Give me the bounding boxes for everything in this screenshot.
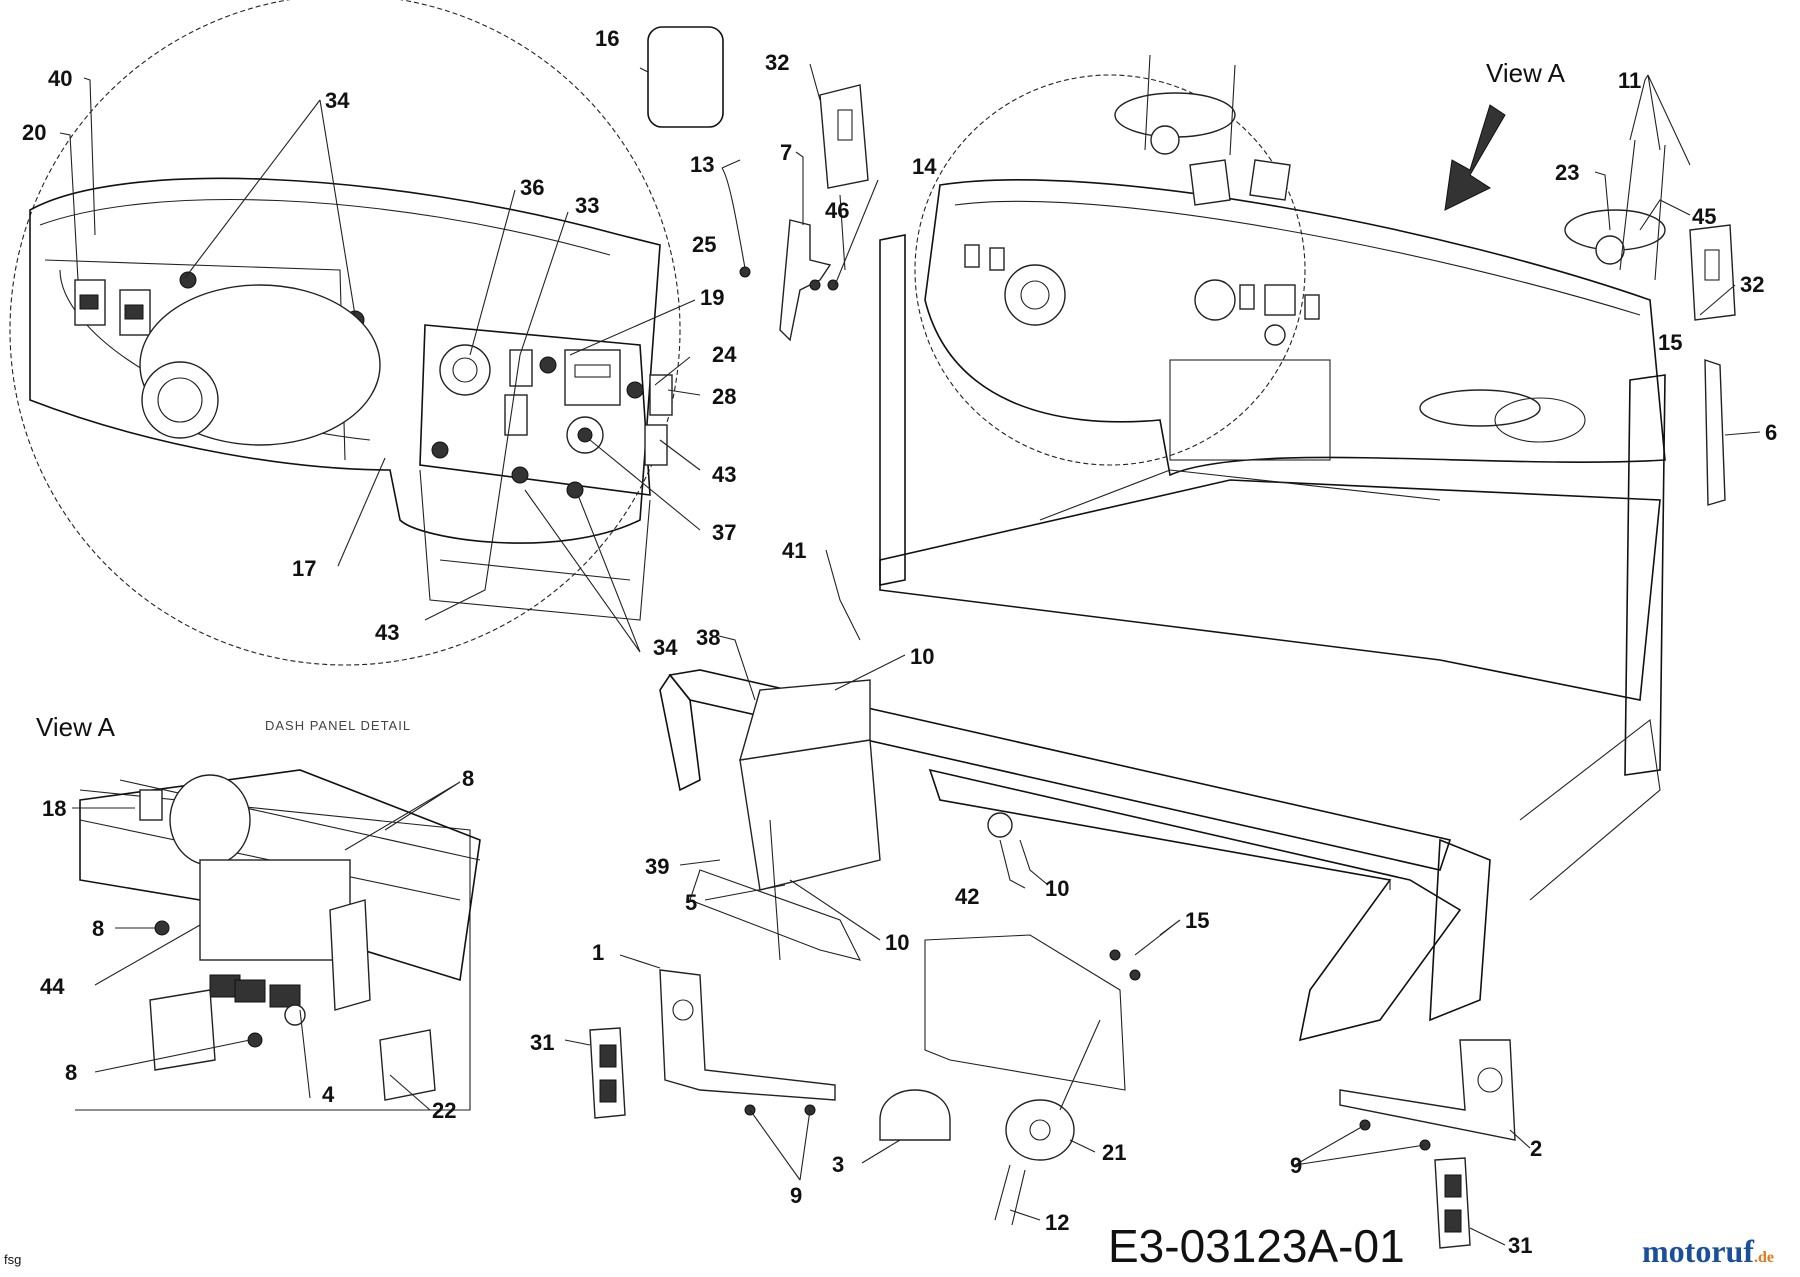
callout-4: 4 bbox=[322, 1082, 335, 1107]
callout-19: 19 bbox=[700, 285, 724, 310]
callout-40: 40 bbox=[48, 66, 72, 91]
callout-45: 45 bbox=[1692, 204, 1716, 229]
callout-34-bottom: 34 bbox=[653, 635, 678, 660]
view-a-inset bbox=[75, 769, 481, 1111]
view-a-label-inset: View A bbox=[36, 712, 116, 742]
main-frame-assembly bbox=[659, 74, 1666, 1042]
callout-8-mid: 8 bbox=[92, 916, 104, 941]
logo-text: motoruf.de bbox=[1642, 1233, 1774, 1269]
callout-43-bottom: 43 bbox=[375, 620, 399, 645]
callout-14: 14 bbox=[912, 154, 937, 179]
callout-37: 37 bbox=[712, 520, 736, 545]
callout-10-top: 10 bbox=[910, 644, 934, 669]
callout-42: 42 bbox=[955, 884, 979, 909]
view-a-label-top: View A bbox=[1486, 58, 1566, 88]
callout-22: 22 bbox=[432, 1098, 456, 1123]
callout-2: 2 bbox=[1530, 1136, 1542, 1161]
callout-33: 33 bbox=[575, 193, 599, 218]
inset-caption: DASH PANEL DETAIL bbox=[265, 718, 411, 733]
callout-8-bottom: 8 bbox=[65, 1060, 77, 1085]
callout-5: 5 bbox=[685, 890, 697, 915]
callout-11: 11 bbox=[1618, 68, 1641, 93]
callout-labels: 40 20 34 36 33 25 19 24 28 43 37 17 43 3… bbox=[4, 26, 1777, 1272]
callout-21: 21 bbox=[1102, 1140, 1126, 1165]
motoruf-logo: motoruf.de bbox=[1642, 1233, 1774, 1269]
callout-25: 25 bbox=[692, 232, 716, 257]
callout-18: 18 bbox=[42, 796, 66, 821]
callout-15-bottom: 15 bbox=[1185, 908, 1209, 933]
callout-17: 17 bbox=[292, 556, 316, 581]
callout-46: 46 bbox=[825, 198, 849, 223]
callout-28: 28 bbox=[712, 384, 736, 409]
callout-24: 24 bbox=[712, 342, 737, 367]
callout-23: 23 bbox=[1555, 160, 1579, 185]
callout-32-left: 32 bbox=[765, 50, 789, 75]
callout-3: 3 bbox=[832, 1152, 844, 1177]
callout-43-right: 43 bbox=[712, 462, 736, 487]
callout-41: 41 bbox=[782, 538, 806, 563]
callout-12: 12 bbox=[1045, 1210, 1069, 1235]
leader-lines bbox=[59, 63, 1761, 1246]
callout-10-mid: 10 bbox=[1045, 876, 1069, 901]
logo-main: motoruf bbox=[1642, 1233, 1754, 1269]
corner-mark: fsg bbox=[4, 1252, 21, 1267]
callout-7: 7 bbox=[780, 140, 792, 165]
callout-13: 13 bbox=[690, 152, 714, 177]
callout-39: 39 bbox=[645, 854, 669, 879]
callout-31-right: 31 bbox=[1508, 1233, 1532, 1258]
drawing-code: E3-03123A-01 bbox=[1108, 1220, 1405, 1272]
callout-8-top: 8 bbox=[462, 766, 474, 791]
callout-9-right: 9 bbox=[1290, 1153, 1302, 1178]
callout-32-right: 32 bbox=[1740, 272, 1764, 297]
callout-36: 36 bbox=[520, 175, 544, 200]
callout-34-top: 34 bbox=[325, 88, 350, 113]
callout-44: 44 bbox=[40, 974, 65, 999]
callout-20: 20 bbox=[22, 120, 46, 145]
callout-10-bottom: 10 bbox=[885, 930, 909, 955]
logo-suffix: .de bbox=[1754, 1249, 1774, 1266]
callout-31-left: 31 bbox=[530, 1030, 554, 1055]
callout-38: 38 bbox=[696, 625, 720, 650]
callout-1: 1 bbox=[592, 940, 604, 965]
callout-15-top: 15 bbox=[1658, 330, 1682, 355]
callout-6: 6 bbox=[1765, 420, 1777, 445]
callout-16: 16 bbox=[595, 26, 619, 51]
dash-panel-detail-circle bbox=[9, 0, 681, 666]
loose-parts bbox=[589, 26, 1736, 1249]
callout-9-left: 9 bbox=[790, 1183, 802, 1208]
